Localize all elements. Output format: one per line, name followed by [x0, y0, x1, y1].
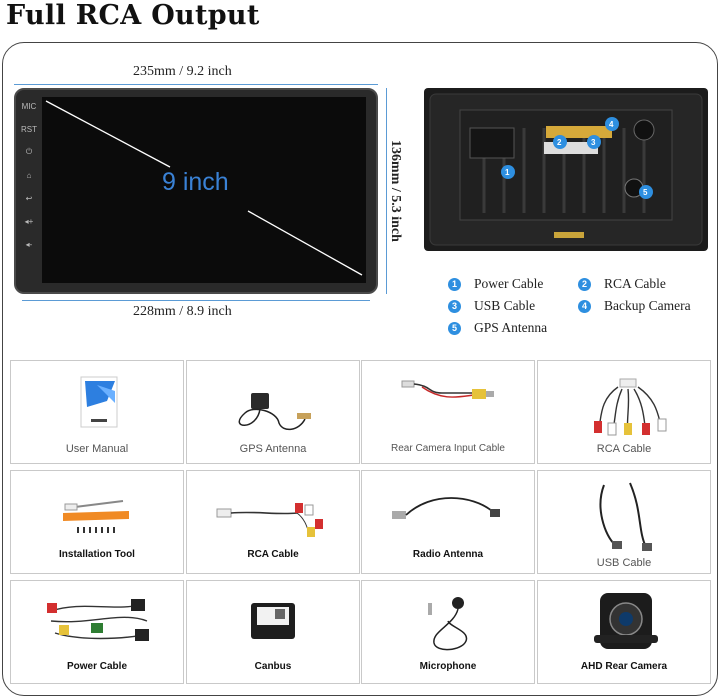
- accessory-label: Microphone: [419, 661, 477, 672]
- unit-back-photo: 1 2 3 4 5: [424, 88, 708, 251]
- number-badge-icon: 1: [448, 277, 461, 291]
- width-top-line: [14, 84, 378, 85]
- page-title: Full RCA Output: [6, 0, 260, 31]
- width-bottom-label: 228mm / 8.9 inch: [133, 304, 232, 319]
- accessory-label: AHD Rear Camera: [580, 661, 668, 672]
- accessory-label: USB Cable: [596, 557, 652, 569]
- unit-screen: [42, 97, 366, 283]
- accessory-card: RCA Cable: [537, 360, 711, 464]
- accessory-card: GPS Antenna: [186, 360, 360, 464]
- rear-camera-icon: [594, 593, 658, 649]
- accessory-label: Radio Antenna: [412, 549, 484, 560]
- accessory-label: GPS Antenna: [239, 443, 307, 455]
- usb-cable-icon: [599, 482, 652, 551]
- screen-diagonal: [45, 100, 363, 276]
- unit-button: MIC: [21, 101, 37, 111]
- microphone-icon: [428, 597, 468, 651]
- radio-antenna-icon: [392, 497, 500, 519]
- screen-size-label: 9 inch: [162, 168, 229, 196]
- accessory-label: Canbus: [254, 661, 292, 672]
- unit-side-buttons: MIC RST ⏻ ⌂ ↩ ◂+ ◂-: [20, 100, 38, 280]
- legend-item: 3 USB Cable: [448, 298, 535, 314]
- legend-label: USB Cable: [474, 298, 536, 313]
- accessory-card: Radio Antenna: [361, 470, 535, 574]
- svg-text:4: 4: [609, 120, 614, 129]
- number-badge-icon: 4: [578, 299, 591, 313]
- legend-item: 2 RCA Cable: [578, 276, 666, 292]
- number-badge-icon: 3: [448, 299, 461, 313]
- accessory-card: Rear Camera Input Cable: [361, 360, 535, 464]
- legend-label: Power Cable: [474, 276, 544, 291]
- number-badge-icon: 5: [448, 321, 461, 335]
- volume-down-icon: ◂-: [25, 239, 33, 249]
- width-bottom-line: [22, 300, 370, 301]
- legend-item: 1 Power Cable: [448, 276, 543, 292]
- legend-label: RCA Cable: [604, 276, 666, 291]
- accessory-card: Installation Tool: [10, 470, 184, 574]
- accessory-label: User Manual: [65, 443, 129, 455]
- accessory-label: RCA Cable: [596, 443, 652, 455]
- accessory-card: Canbus: [186, 580, 360, 684]
- volume-up-icon: ◂+: [24, 216, 34, 226]
- legend-item: 4 Backup Camera: [578, 298, 691, 314]
- accessory-label: Power Cable: [66, 661, 128, 672]
- legend-label: Backup Camera: [604, 298, 691, 313]
- svg-text:2: 2: [557, 138, 562, 147]
- unit-back-illustration: 1 2 3 4 5: [429, 93, 703, 246]
- accessory-label: Installation Tool: [59, 549, 135, 560]
- accessory-card: USB Cable: [537, 470, 711, 574]
- canbus-box-icon: [251, 603, 295, 639]
- home-icon: ⌂: [26, 170, 32, 180]
- svg-text:5: 5: [643, 188, 648, 197]
- accessory-label: RCA Cable: [247, 549, 299, 560]
- accessory-card: AHD Rear Camera: [537, 580, 711, 684]
- accessory-card: RCA Cable: [186, 470, 360, 574]
- accessory-card: Power Cable: [10, 580, 184, 684]
- width-top-label: 235mm / 9.2 inch: [133, 64, 232, 79]
- legend-item: 5 GPS Antenna: [448, 320, 547, 336]
- back-icon: ↩: [25, 193, 33, 203]
- power-icon: ⏻: [25, 147, 33, 156]
- accessory-label: Rear Camera Input Cable: [391, 443, 505, 454]
- height-line: [386, 88, 387, 294]
- rca-cable-icon: [594, 378, 667, 436]
- rca-cable-icon: [216, 503, 323, 537]
- user-manual-icon: [80, 376, 118, 428]
- content-frame: [2, 42, 718, 696]
- accessory-card: User Manual: [10, 360, 184, 464]
- head-unit: MIC RST ⏻ ⌂ ↩ ◂+ ◂-: [14, 88, 378, 294]
- unit-button: RST: [21, 124, 37, 134]
- rear-camera-cable-icon: [401, 380, 494, 399]
- height-label: 136mm / 5.3 inch: [388, 140, 403, 242]
- svg-text:3: 3: [591, 138, 596, 147]
- gps-antenna-icon: [238, 393, 311, 431]
- accessory-card: Microphone: [361, 580, 535, 684]
- power-cable-icon: [47, 599, 149, 641]
- number-badge-icon: 2: [578, 277, 591, 291]
- legend-label: GPS Antenna: [474, 320, 548, 335]
- installation-tool-icon: [63, 500, 129, 533]
- svg-text:1: 1: [505, 168, 510, 177]
